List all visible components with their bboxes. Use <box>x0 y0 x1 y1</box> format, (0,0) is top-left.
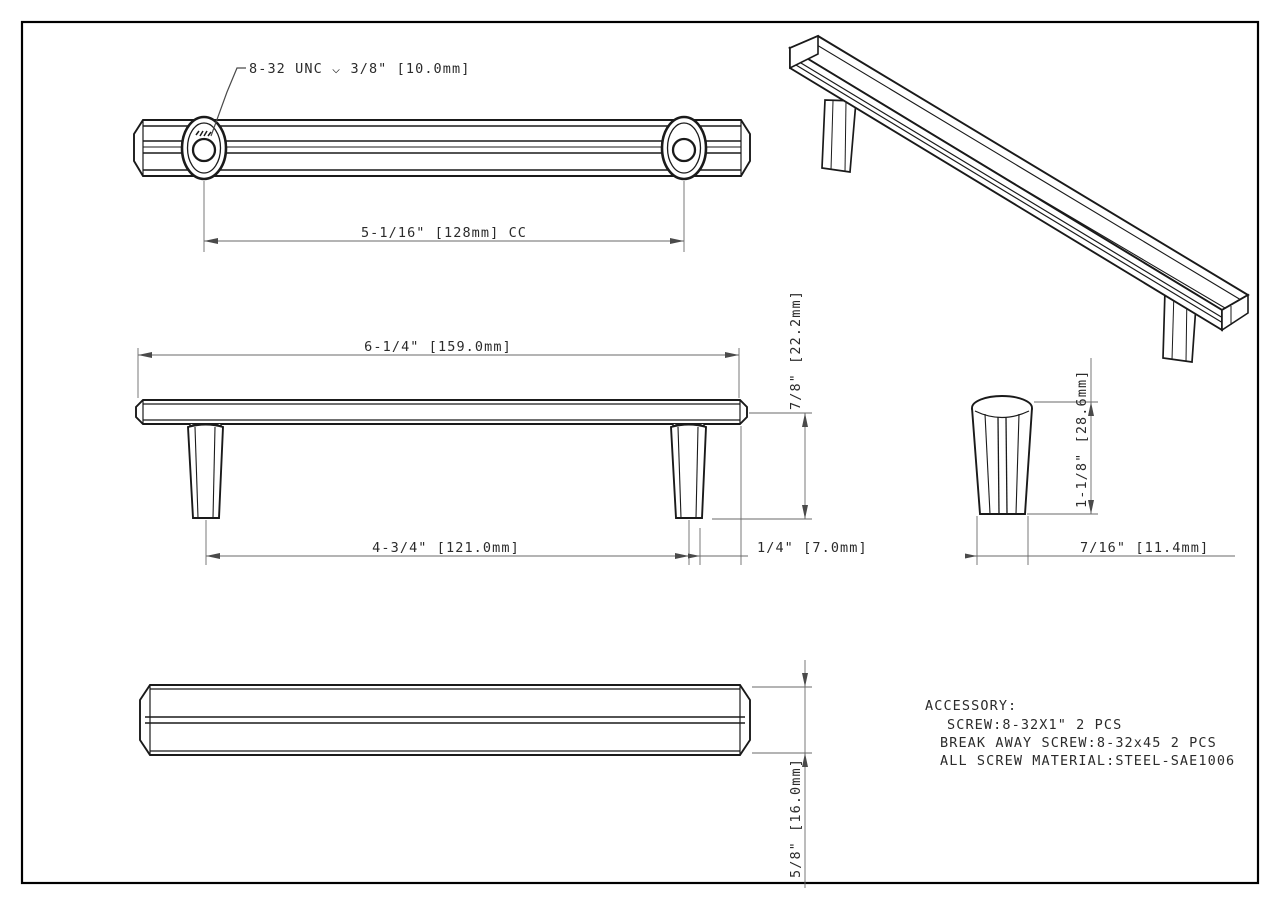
dim-offset-arrow <box>688 553 700 559</box>
dim-width-arrow-bottom <box>802 753 808 767</box>
dim-post-to-post: 4-3/4" [121.0mm] <box>205 520 690 565</box>
isometric-3d-view <box>787 34 1250 363</box>
bottom-profile-view <box>139 684 751 756</box>
dim-postheight-label: 1-1/8" [28.6mm] <box>1074 370 1090 508</box>
dim-center-to-center: 5-1/16" [128mm] CC <box>203 181 685 252</box>
dim-post-diameter: 7/16" [11.4mm] <box>965 516 1235 565</box>
dim-width-label: 5/8" [16.0mm] <box>788 758 804 878</box>
iso-groove-a <box>790 56 1224 319</box>
dim-cc-arrow-right <box>670 238 684 244</box>
accessory-line-3: ALL SCREW MATERIAL:STEEL-SAE1006 <box>940 753 1235 769</box>
plan-right-screw-hole <box>671 137 697 163</box>
dim-len-arrow-left <box>138 352 152 358</box>
dim-ptp-arrow-right <box>675 553 689 559</box>
dim-proj-arrow-bottom <box>802 505 808 519</box>
dim-overall-length: 6-1/4" [159.0mm] <box>137 339 740 398</box>
iso-rear-post-edge-b <box>844 100 847 173</box>
post-detail-rim-inner <box>974 410 1030 419</box>
post-detail-edge-a <box>984 413 991 515</box>
elev-right-post-edge-b <box>695 426 699 519</box>
top-plan-view <box>133 115 751 181</box>
dim-len-label: 6-1/4" [159.0mm] <box>364 339 512 355</box>
dim-bar-projection: 7/8" [22.2mm] <box>712 290 812 520</box>
iso-rear-post-edge-a <box>830 100 834 171</box>
dim-ptp-arrow-left <box>206 553 220 559</box>
sheet-border <box>20 20 1260 885</box>
elev-left-post-edge-b <box>212 426 216 519</box>
post-detail-view <box>971 395 1033 515</box>
bottom-bar-outline <box>139 684 751 756</box>
iso-bar-endcap-left <box>789 34 819 70</box>
elev-left-post-body <box>187 423 224 519</box>
dim-postheight-arrow-top <box>1088 402 1094 416</box>
thread-callout-leader <box>210 67 246 137</box>
front-elevation-view <box>135 399 748 519</box>
post-detail-body <box>971 407 1033 515</box>
elev-right-post-edge-a <box>677 426 682 519</box>
dim-postdia-label: 7/16" [11.4mm] <box>1080 540 1209 556</box>
dim-postheight-arrow-bottom <box>1088 500 1094 514</box>
accessory-note-block: ACCESSORY: SCREW:8-32X1" 2 PCS BREAK AWA… <box>925 698 1235 769</box>
accessory-line-1: SCREW:8-32X1" 2 PCS <box>947 717 1122 733</box>
dim-offset-label: 1/4" [7.0mm] <box>757 540 868 556</box>
post-detail-edge-c <box>1005 416 1008 515</box>
plan-left-thread-marks <box>195 130 212 137</box>
iso-groove-b <box>790 61 1224 324</box>
dim-cc-label: 5-1/16" [128mm] CC <box>361 225 527 241</box>
thread-callout-label: 8-32 UNC ⌵ 3/8" [10.0mm] <box>249 61 470 77</box>
thread-callout: 8-32 UNC ⌵ 3/8" [10.0mm] <box>210 61 470 137</box>
elev-left-post-edge-a <box>194 426 199 519</box>
post-detail-edge-b <box>997 416 1000 515</box>
dim-bar-width: 5/8" [16.0mm] <box>752 660 812 888</box>
dim-width-arrow-top <box>802 673 808 687</box>
accessory-line-2: BREAK AWAY SCREW:8-32x45 2 PCS <box>940 735 1217 751</box>
elev-right-post-body <box>670 423 707 519</box>
dim-ptp-label: 4-3/4" [121.0mm] <box>372 540 520 556</box>
iso-bar-endcap-right <box>1221 293 1249 332</box>
plan-left-screw-hole <box>191 137 217 163</box>
accessory-heading: ACCESSORY: <box>925 698 1017 714</box>
dim-proj-arrow-top <box>802 413 808 427</box>
dim-post-offset: 1/4" [7.0mm] <box>688 426 868 565</box>
iso-rear-post <box>821 99 857 173</box>
dim-proj-label: 7/8" [22.2mm] <box>788 290 804 410</box>
dim-len-arrow-right <box>725 352 739 358</box>
dim-postdia-arrow <box>965 553 977 559</box>
dim-cc-arrow-left <box>204 238 218 244</box>
iso-front-post-edge-a <box>1171 290 1175 361</box>
dim-post-height: 1-1/8" [28.6mm] <box>1027 358 1098 515</box>
post-detail-edge-d <box>1015 413 1020 515</box>
